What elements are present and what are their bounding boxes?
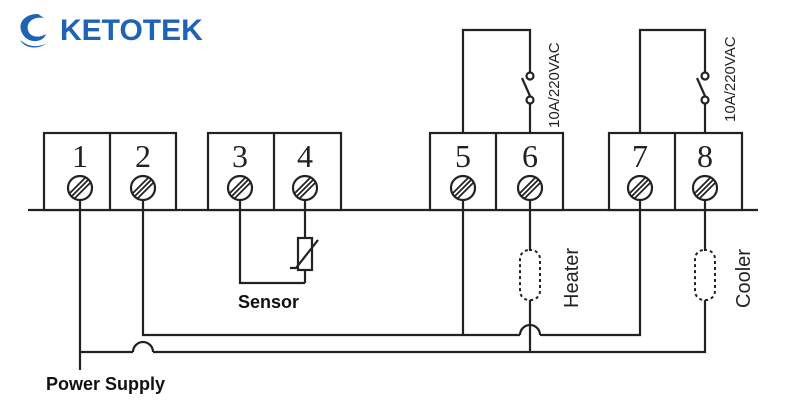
cooler-relay-contact bbox=[638, 28, 710, 133]
screw-terminal-6-icon bbox=[516, 174, 544, 202]
terminal-number-8: 8 bbox=[697, 138, 713, 174]
cooler-relay-rating: 10A/220VAC bbox=[722, 36, 739, 122]
brand-name: KETOTEK bbox=[60, 14, 203, 47]
brand-logo: KETOTEK bbox=[20, 14, 203, 48]
heater-relay-rating: 10A/220VAC bbox=[546, 42, 563, 128]
terminal-number-6: 6 bbox=[522, 138, 538, 174]
screw-terminal-4-icon bbox=[291, 174, 319, 202]
heater-load-icon bbox=[519, 200, 541, 352]
sensor-label: Sensor bbox=[238, 292, 299, 312]
screw-terminal-3-icon bbox=[226, 174, 254, 202]
heater-relay-contact bbox=[461, 28, 535, 133]
power-supply-label: Power Supply bbox=[46, 374, 165, 394]
screw-terminal-1-icon bbox=[66, 174, 94, 202]
terminal-block-sensor bbox=[206, 131, 343, 212]
screw-terminal-5-icon bbox=[449, 174, 477, 202]
terminal-block-heater bbox=[428, 131, 565, 212]
sensor-wiring bbox=[238, 200, 307, 285]
terminal-number-3: 3 bbox=[232, 138, 248, 174]
screw-terminal-8-icon bbox=[691, 174, 719, 202]
cooler-label: Cooler bbox=[733, 249, 755, 308]
swirl-logo-icon bbox=[20, 14, 50, 48]
terminal-number-5: 5 bbox=[455, 138, 471, 174]
cooler-load-icon bbox=[694, 200, 716, 301]
terminal-block-power bbox=[42, 131, 178, 212]
terminal-number-1: 1 bbox=[72, 138, 88, 174]
terminal-number-7: 7 bbox=[632, 138, 648, 174]
heater-label: Heater bbox=[561, 248, 583, 308]
screw-terminal-2-icon bbox=[129, 174, 157, 202]
terminal-number-2: 2 bbox=[135, 138, 151, 174]
power-supply-wiring bbox=[78, 200, 707, 370]
thermistor-icon bbox=[290, 236, 319, 272]
terminal-block-cooler bbox=[607, 131, 744, 212]
screw-terminal-7-icon bbox=[626, 174, 654, 202]
terminal-number-4: 4 bbox=[297, 138, 313, 174]
